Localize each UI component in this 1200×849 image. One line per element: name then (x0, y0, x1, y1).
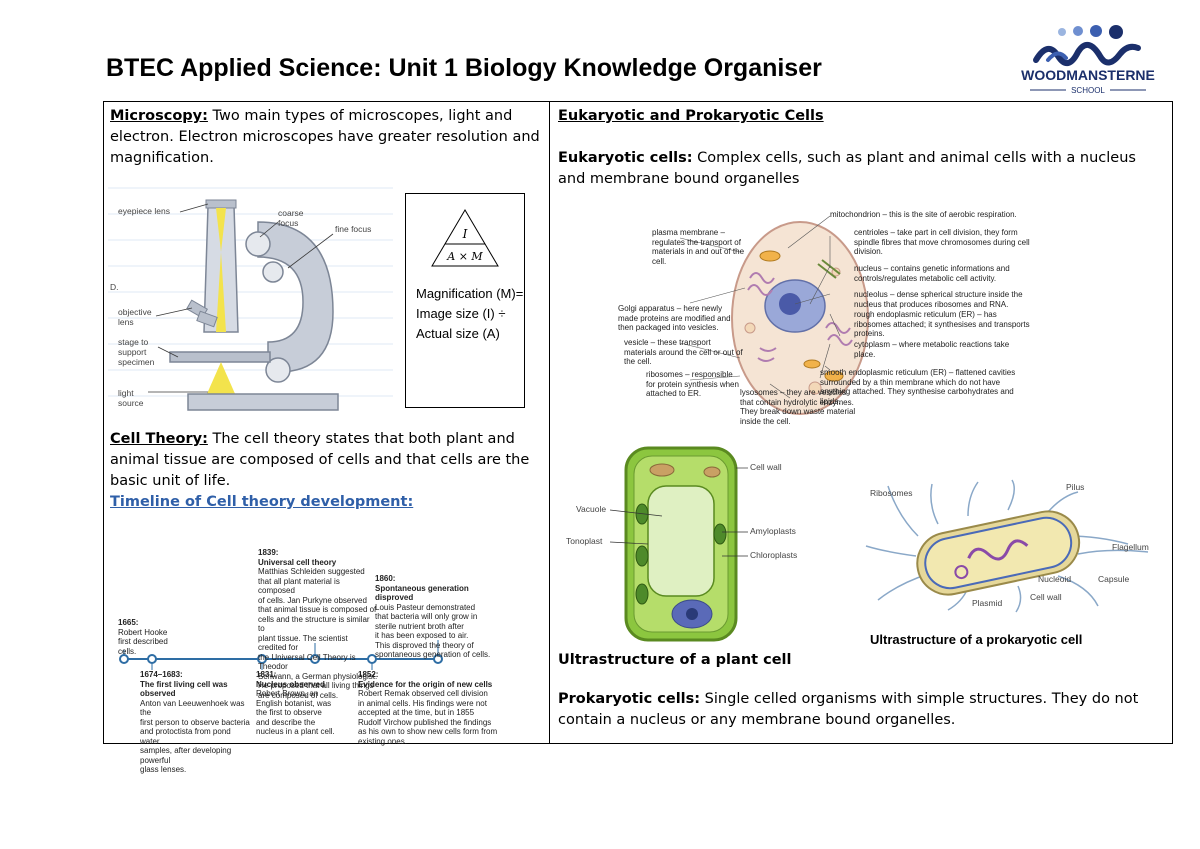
label-eyepiece: eyepiece lens (118, 206, 170, 216)
cell-theory-text: The cell theory states that both plant a… (110, 431, 530, 489)
label-cytoplasm: cytoplasm – where metabolic reactions ta… (854, 340, 1010, 359)
animal-cell-diagram: plasma membrane – regulates the transpor… (590, 208, 1040, 430)
microscopy-paragraph: Microscopy: Two main types of microscope… (110, 106, 542, 169)
magnification-formula: Magnification (M)= Image size (I) ÷ Actu… (416, 286, 524, 341)
plant-cell-diagram: Cell wall Vacuole Tonoplast Amyloplasts … (562, 444, 812, 646)
label-d: D. (110, 282, 119, 292)
label-ribosomes: ribosomes – responsible for protein synt… (646, 370, 739, 398)
label-plasmid: Plasmid (972, 598, 1003, 608)
eukaryotic-section: Eukaryotic and Prokaryotic Cells Eukaryo… (558, 106, 1163, 190)
label-tonoplast: Tonoplast (566, 536, 603, 546)
content-frame (103, 101, 1173, 744)
prokaryotic-cell-diagram: Ribosomes Pilus Flagellum Nucleoid Capsu… (858, 476, 1158, 616)
microscope-diagram: eyepiece lens coarse focus fine focus D.… (108, 182, 393, 412)
label-nucleoid: Nucleoid (1038, 574, 1072, 584)
timeline-1831: 1831: Nucleus observed Robert Brown, an … (256, 670, 335, 736)
microscopy-heading: Microscopy: (110, 108, 208, 124)
eukaryotic-paragraph: Eukaryotic cells: Complex cells, such as… (558, 148, 1163, 190)
label-prok-cell-wall: Cell wall (1030, 592, 1062, 602)
label-amyloplasts: Amyloplasts (750, 526, 796, 536)
column-divider (549, 101, 550, 744)
eukaryotic-label: Eukaryotic cells: (558, 150, 693, 166)
label-nucleolus: nucleolus – dense spherical structure in… (854, 290, 1023, 309)
label-plasma-membrane: plasma membrane – regulates the transpor… (652, 228, 745, 266)
label-nucleus: nucleus – contains genetic informations … (854, 264, 1010, 283)
logo-mark-icon: WOODMANSTERNE SCHOOL (1021, 25, 1155, 95)
microscopy-text: Two main types of microscopes, light and… (110, 108, 540, 166)
right-heading: Eukaryotic and Prokaryotic Cells (558, 108, 824, 124)
label-centrioles: centrioles – take part in cell division,… (854, 228, 1030, 256)
timeline-link[interactable]: Timeline of Cell theory development: (110, 494, 414, 510)
eukaryotic-text: Complex cells, such as plant and animal … (558, 150, 1136, 187)
prokaryotic-text: Single celled organisms with simple stru… (558, 691, 1139, 728)
cell-theory-heading: Cell Theory: (110, 431, 208, 447)
prokaryotic-paragraph: Prokaryotic cells: Single celled organis… (558, 689, 1158, 731)
label-chloroplasts: Chloroplasts (750, 550, 798, 560)
label-coarse-focus: coarse focus (278, 208, 304, 228)
label-golgi: Golgi apparatus – here newly made protei… (618, 304, 731, 332)
label-capsule: Capsule (1098, 574, 1130, 584)
page-title: BTEC Applied Science: Unit 1 Biology Kno… (106, 54, 822, 82)
cell-theory-paragraph: Cell Theory: The cell theory states that… (110, 429, 542, 513)
label-mitochondrion: mitochondrion – this is the site of aero… (830, 210, 1017, 219)
timeline-1860: 1860: Spontaneous generation disproved L… (375, 574, 491, 659)
label-fine-focus: fine focus (335, 224, 372, 234)
magnification-box: I A × M (405, 193, 525, 408)
label-prok-ribosomes: Ribosomes (870, 488, 913, 498)
timeline-1674: 1674–1683: The first living cell was obs… (140, 670, 250, 774)
triangle-bottom: A × M (446, 250, 483, 263)
prokaryotic-label: Prokaryotic cells: (558, 691, 701, 707)
label-lysosomes: lysosomes – they are vesicles that conta… (740, 388, 856, 426)
timeline-1665: 1665: Robert Hooke first described cells… (118, 618, 168, 656)
label-rough-er: rough endoplasmic reticulum (ER) – has r… (854, 310, 1030, 338)
school-logo: WOODMANSTERNE SCHOOL (1008, 22, 1168, 97)
logo-name: WOODMANSTERNE (1021, 67, 1155, 83)
prokaryotic-caption: Ultrastructure of a prokaryotic cell (870, 632, 1083, 647)
magnification-triangle-icon: I A × M (431, 209, 499, 267)
label-objective: objective lens (118, 307, 152, 327)
label-light-source: light source (118, 388, 144, 408)
label-pilus: Pilus (1066, 482, 1085, 492)
timeline-1852: 1852: Evidence for the origin of new cel… (358, 670, 498, 746)
label-vesicle: vesicle – these transport materials arou… (624, 338, 743, 366)
triangle-top: I (462, 227, 468, 241)
label-cell-wall: Cell wall (750, 462, 782, 472)
timeline-1839: 1839: Universal cell theory Matthias Sch… (258, 548, 378, 700)
label-smooth-er: smooth endoplasmic reticulum (ER) – flat… (820, 368, 1016, 406)
cell-theory-timeline: 1665: Robert Hooke first described cells… (110, 540, 545, 774)
label-flagellum: Flagellum (1112, 542, 1149, 552)
label-vacuole: Vacuole (576, 504, 607, 514)
plant-caption: Ultrastructure of a plant cell (558, 652, 792, 668)
logo-sub: SCHOOL (1071, 86, 1105, 95)
label-stage: stage to support specimen (118, 337, 155, 367)
